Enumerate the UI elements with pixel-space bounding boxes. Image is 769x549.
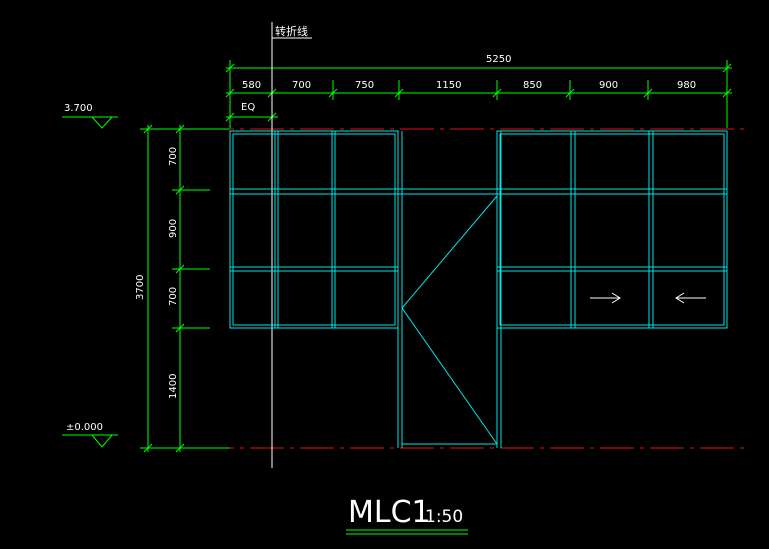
top-segment-label-4: 1150: [436, 80, 461, 91]
arrow-left-icon: [675, 292, 706, 304]
top-segment-label-3: 750: [355, 80, 374, 91]
arrow-right-icon: [590, 292, 621, 304]
title-main: MLC1: [348, 495, 431, 530]
top-segment-label-1: 580: [242, 80, 261, 91]
elevation-top-label: 3.700: [64, 103, 93, 114]
left-segment-label-3: 700: [168, 287, 179, 306]
curtain-wall-frames: [229, 130, 728, 448]
eq-label: EQ: [241, 102, 255, 113]
top-segment-label-6: 900: [599, 80, 618, 91]
top-segment-label-7: 980: [677, 80, 696, 91]
left-total-dimension: 3700: [135, 124, 230, 453]
left-total-label: 3700: [135, 275, 146, 300]
title-scale: 1:50: [425, 507, 463, 527]
top-segment-dimension: 580 700 750 1150 850 900 980: [225, 80, 732, 100]
elevation-marker-bottom: ±0.000: [62, 422, 118, 448]
left-segment-label-1: 700: [168, 147, 179, 166]
eq-dimension: EQ: [225, 102, 278, 122]
fold-line: 转折线: [271, 22, 312, 468]
left-segment-label-4: 1400: [168, 374, 179, 399]
top-total-dimension: 5250: [225, 54, 732, 128]
top-total-label: 5250: [486, 54, 511, 65]
left-segment-dimension: 700 900 700 1400: [168, 124, 210, 453]
elevation-bottom-label: ±0.000: [66, 422, 103, 433]
top-segment-label-2: 700: [292, 80, 311, 91]
left-segment-label-2: 900: [168, 219, 179, 238]
drawing-title: MLC1 1:50: [346, 495, 468, 535]
level-lines: [150, 128, 750, 449]
top-segment-label-5: 850: [523, 80, 542, 91]
fold-line-label: 转折线: [275, 24, 308, 38]
elevation-marker-top: 3.700: [62, 103, 118, 129]
